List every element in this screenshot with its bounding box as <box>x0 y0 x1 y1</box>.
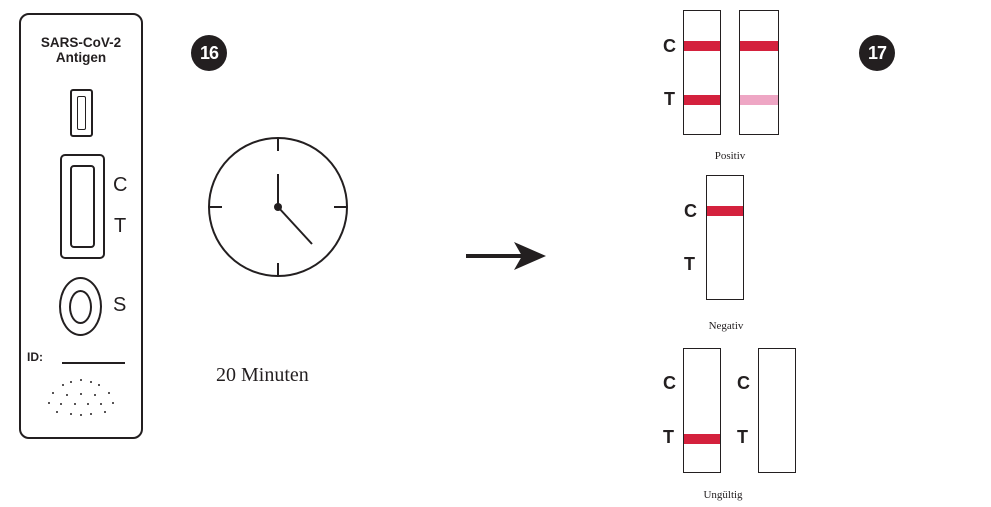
control-line <box>707 206 743 216</box>
cassette-slot-inner <box>77 96 86 130</box>
test-line <box>684 434 720 444</box>
id-underline <box>62 362 125 364</box>
negative-strip <box>706 175 744 300</box>
invalid-label-c-1: C <box>663 373 676 393</box>
positive-label-c: C <box>663 36 676 56</box>
result-window-inner <box>70 165 95 248</box>
sample-well <box>59 277 102 336</box>
arrow-right-icon <box>466 242 546 270</box>
invalid-strip-1 <box>683 348 721 473</box>
cassette-label-s: S <box>113 294 127 316</box>
test-line <box>684 95 720 105</box>
cassette-title-line1: SARS-CoV-2 <box>40 35 122 50</box>
cassette-label-t: T <box>114 215 127 237</box>
cassette-label-c: C <box>113 174 128 196</box>
timer-caption: 20 Minuten <box>216 364 309 386</box>
result-caption-ungueltig: Ungültig <box>703 489 743 501</box>
step-badge-16: 16 <box>191 35 227 71</box>
invalid-strip-2 <box>758 348 796 473</box>
test-cassette: SARS-CoV-2 Antigen C T S ID: <box>19 13 143 439</box>
positive-strip-2 <box>739 10 779 135</box>
cassette-title-line2: Antigen <box>55 50 107 65</box>
id-label: ID: <box>27 350 43 364</box>
negative-label-t: T <box>684 254 695 274</box>
clock-icon <box>208 137 348 277</box>
result-caption-positiv: Positiv <box>714 150 746 162</box>
result-window <box>60 154 105 259</box>
result-caption-negativ: Negativ <box>708 320 744 332</box>
weak-test-line <box>740 95 778 105</box>
cassette-title: SARS-CoV-2 Antigen <box>21 35 141 65</box>
sample-well-inner <box>69 290 92 324</box>
step-badge-17: 17 <box>859 35 895 71</box>
invalid-label-c-2: C <box>737 373 750 393</box>
negative-label-c: C <box>684 201 697 221</box>
positive-label-t: T <box>664 89 675 109</box>
dotted-oval-icon <box>48 379 114 416</box>
invalid-label-t-1: T <box>663 427 674 447</box>
control-line <box>740 41 778 51</box>
invalid-label-t-2: T <box>737 427 748 447</box>
control-line <box>684 41 720 51</box>
cassette-slot <box>70 89 93 137</box>
positive-strip-1 <box>683 10 721 135</box>
